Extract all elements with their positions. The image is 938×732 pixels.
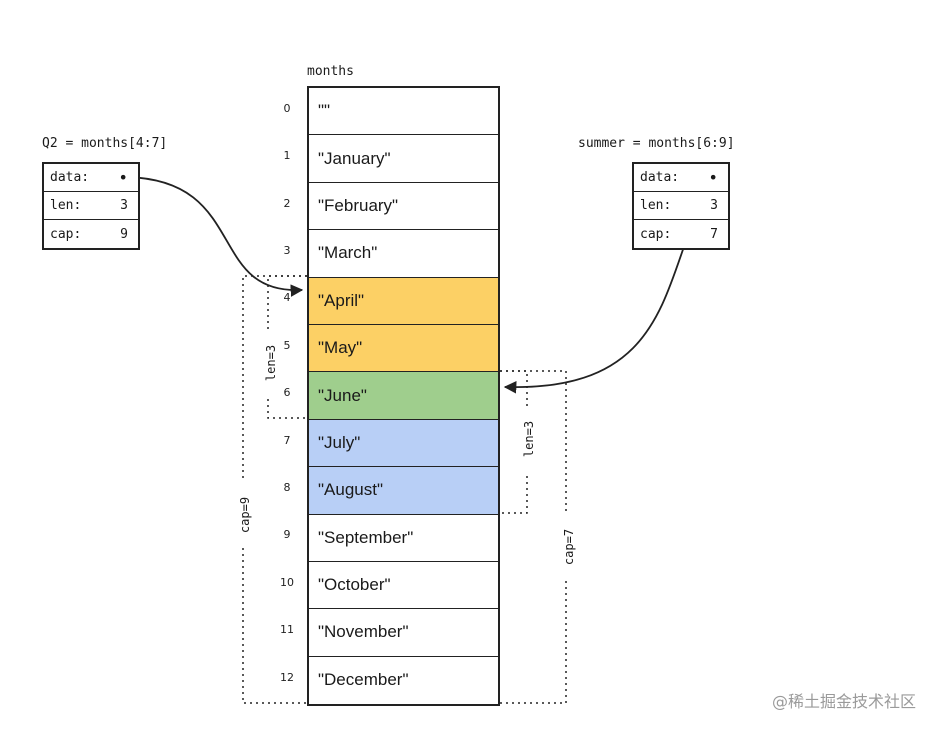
q2-field-value: 3 <box>120 198 128 213</box>
array-index-label: 9 <box>283 528 291 542</box>
summer-field-value: 3 <box>710 198 718 213</box>
q2-field-key: data: <box>50 170 90 185</box>
q2-cap-label: cap=9 <box>238 482 252 548</box>
summer-field-key: data: <box>640 170 680 185</box>
summer-len-label: len=3 <box>522 406 536 472</box>
array-index-label: 4 <box>283 291 291 305</box>
summer-field-row: cap: 7 <box>634 220 728 248</box>
array-cell: "January" <box>309 135 498 183</box>
array-name-label: months <box>307 64 354 79</box>
array-cell: "July" <box>309 419 498 468</box>
array-index-label: 11 <box>280 623 294 637</box>
summer-field-key: cap: <box>640 226 672 242</box>
months-array: """January""February""March""April""May"… <box>307 86 500 707</box>
array-index-label: 1 <box>283 149 291 163</box>
summer-field-row: len: 3 <box>634 192 728 220</box>
watermark: @稀土掘金技术社区 <box>771 692 916 711</box>
q2-field-key: cap: <box>50 226 82 242</box>
q2-len-label: len=3 <box>264 330 278 396</box>
array-cell: "December" <box>309 656 498 705</box>
array-index-label: 5 <box>283 338 291 352</box>
array-index-label: 6 <box>283 386 291 400</box>
q2-slice-header: data: • len: 3 cap: 9 <box>42 162 140 250</box>
array-index-label: 2 <box>283 196 291 210</box>
array-cell: "November" <box>309 609 498 657</box>
array-cell: "September" <box>309 514 498 562</box>
summer-slice-header: data: • len: 3 cap: 7 <box>632 162 730 250</box>
q2-slice-title: Q2 = months[4:7] <box>42 136 168 151</box>
array-cell: "March" <box>309 230 498 278</box>
array-index-label: 8 <box>283 480 291 494</box>
summer-field-row: data: • <box>634 164 728 192</box>
q2-field-row: len: 3 <box>44 192 138 220</box>
summer-field-value: • <box>708 168 718 187</box>
q2-field-value: • <box>118 168 128 187</box>
summer-slice-title: summer = months[6:9] <box>578 136 735 151</box>
array-index-label: 7 <box>283 433 291 447</box>
q2-field-value: 9 <box>120 226 128 242</box>
array-cell: "June" <box>309 372 498 420</box>
q2-field-key: len: <box>50 198 82 213</box>
array-cell: "October" <box>309 561 498 610</box>
q2-data-pointer-arrow <box>121 176 304 297</box>
q2-field-row: data: • <box>44 164 138 192</box>
summer-cap-label: cap=7 <box>562 514 576 580</box>
q2-field-row: cap: 9 <box>44 220 138 248</box>
array-cell: "August" <box>309 467 498 515</box>
array-index-label: 12 <box>280 670 294 684</box>
summer-field-key: len: <box>640 198 672 213</box>
array-index-label: 10 <box>280 575 294 589</box>
array-cell: "" <box>309 88 498 136</box>
array-index-label: 0 <box>283 101 291 115</box>
summer-field-value: 7 <box>710 226 718 242</box>
array-cell: "April" <box>309 277 498 325</box>
array-cell: "May" <box>309 324 498 373</box>
array-cell: "February" <box>309 182 498 231</box>
array-index-label: 3 <box>283 243 291 257</box>
